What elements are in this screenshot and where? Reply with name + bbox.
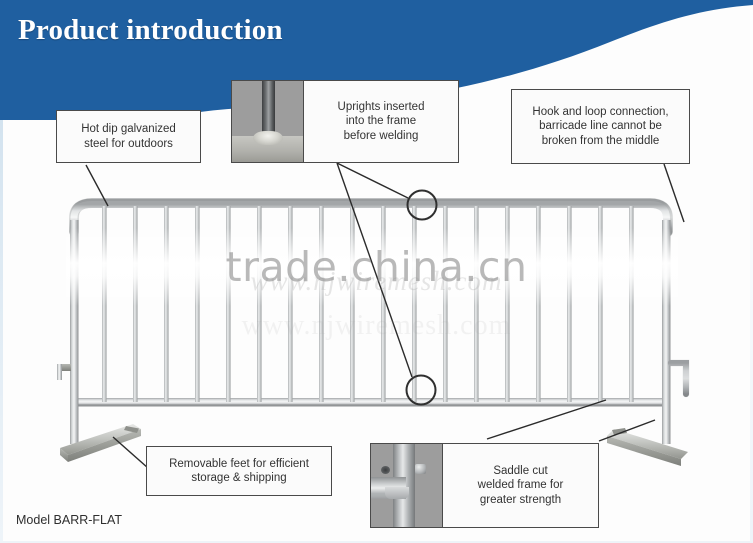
banner-wave-shape — [0, 0, 753, 120]
saddle-cut-joint-photo — [371, 444, 443, 527]
header-banner: Product introduction — [0, 0, 753, 120]
marker-top-rail — [406, 189, 438, 221]
model-label: Model BARR-FLAT — [16, 513, 123, 527]
marker-bottom-rail — [405, 374, 437, 406]
callout-saddle-cut[interactable]: Saddle cut welded frame for greater stre… — [370, 443, 599, 528]
weld-joint-photo — [232, 81, 304, 162]
panel-glare — [66, 228, 678, 306]
callout-text: Hook and loop connection, barricade line… — [532, 105, 669, 147]
page-border-left — [0, 0, 3, 543]
callout-uprights-inserted[interactable]: Uprights inserted into the frame before … — [231, 80, 459, 163]
page-border-right — [750, 0, 753, 543]
saddle-photo-hole — [380, 466, 390, 475]
page-title: Product introduction — [18, 14, 283, 46]
weld-photo-bead — [252, 131, 283, 145]
saddle-photo-weld — [385, 487, 410, 500]
callout-text: Hot dip galvanized steel for outdoors — [81, 123, 176, 150]
callout-text: Uprights inserted into the frame before … — [337, 100, 425, 142]
barrier-frame — [69, 198, 673, 430]
callout-hook-and-loop[interactable]: Hook and loop connection, barricade line… — [511, 89, 690, 164]
barrier-legs — [70, 398, 671, 444]
callout-removable-feet[interactable]: Removable feet for efficient storage & s… — [146, 446, 332, 496]
removable-foot-left — [60, 424, 141, 462]
page-border-bottom — [0, 541, 753, 543]
removable-foot-right — [607, 428, 688, 466]
hook-left — [57, 364, 71, 380]
callout-text: Saddle cut welded frame for greater stre… — [477, 464, 564, 506]
weld-photo-post — [261, 81, 275, 135]
saddle-photo-bolt — [415, 463, 427, 474]
callout-text: Removable feet for efficient storage & s… — [169, 457, 309, 485]
hook-right — [667, 359, 690, 398]
callout-hot-dip-galvanized[interactable]: Hot dip galvanized steel for outdoors — [56, 110, 201, 163]
leader-lines — [85, 162, 685, 469]
